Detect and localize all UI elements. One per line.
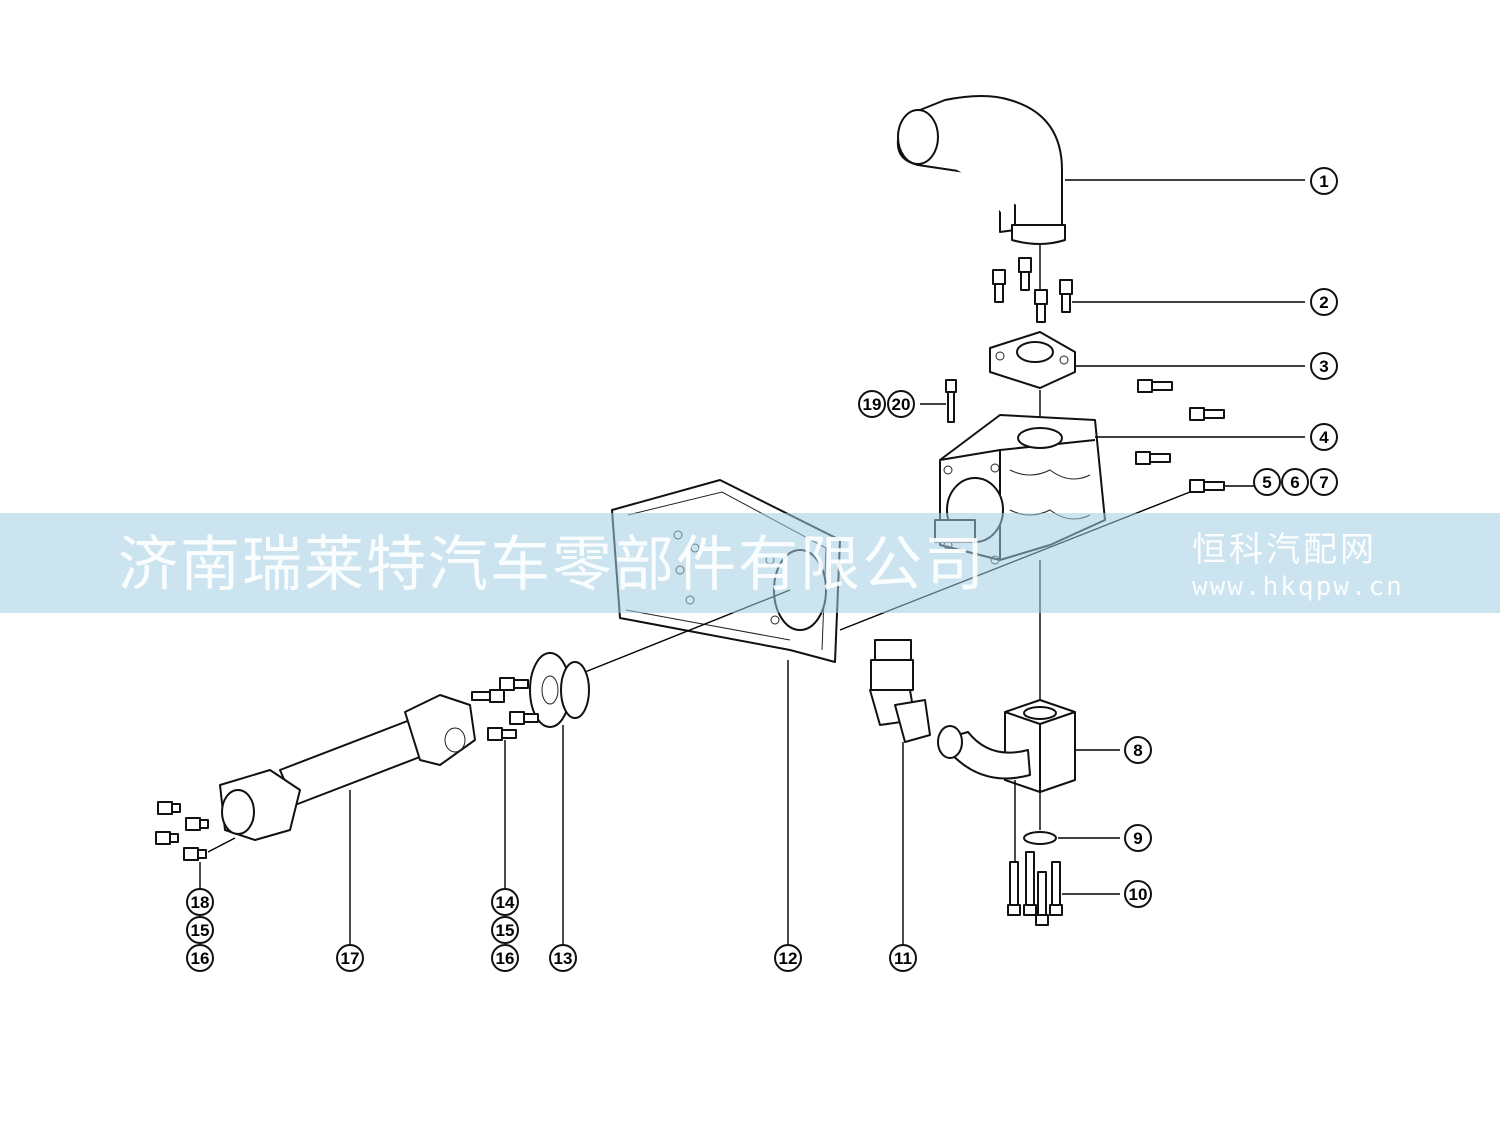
part-elbow-pipe — [896, 95, 1066, 290]
watermark-site-url: www.hkqpw.cn — [1192, 572, 1404, 602]
part-bolts-top — [992, 257, 1073, 323]
callout-label: 16 — [191, 949, 210, 968]
callout-label: 3 — [1319, 357, 1328, 376]
callout-label: 2 — [1319, 293, 1328, 312]
watermark-site-name: 恒科汽配网 — [1192, 530, 1377, 570]
callout-19: 19 — [858, 390, 886, 418]
callout-label: 5 — [1262, 473, 1271, 492]
callout-15-center: 15 — [491, 916, 519, 944]
callout-7: 7 — [1310, 468, 1338, 496]
callout-label: 17 — [341, 949, 360, 968]
callout-16-left: 16 — [186, 944, 214, 972]
callout-label: 12 — [779, 949, 798, 968]
part-drive-flange — [529, 652, 590, 945]
callout-3: 3 — [1310, 352, 1338, 380]
callout-label: 14 — [496, 893, 515, 912]
callout-label: 4 — [1319, 428, 1329, 447]
callout-label: 15 — [496, 921, 515, 940]
callout-10: 10 — [1124, 880, 1152, 908]
callout-11: 11 — [889, 944, 917, 972]
callout-label: 15 — [191, 921, 210, 940]
watermark-band — [0, 513, 1500, 613]
part-o-ring — [1023, 831, 1120, 845]
part-valve-block — [937, 560, 1120, 862]
callout-16-center: 16 — [491, 944, 519, 972]
callout-5: 5 — [1253, 468, 1281, 496]
part-bolt-19-20 — [920, 379, 957, 423]
callout-12: 12 — [774, 944, 802, 972]
callout-label: 8 — [1133, 741, 1142, 760]
callout-label: 18 — [191, 893, 210, 912]
callout-17: 17 — [336, 944, 364, 972]
callout-2: 2 — [1310, 288, 1338, 316]
callout-label: 20 — [892, 395, 911, 414]
callout-15-left: 15 — [186, 916, 214, 944]
callout-label: 9 — [1133, 829, 1142, 848]
callout-20: 20 — [887, 390, 915, 418]
callout-label: 13 — [554, 949, 573, 968]
part-flange-clamp — [989, 331, 1076, 425]
callout-label: 1 — [1319, 172, 1328, 191]
callout-14: 14 — [491, 888, 519, 916]
callout-label: 10 — [1129, 885, 1148, 904]
part-bolts-14 — [471, 677, 539, 890]
callout-label: 19 — [863, 395, 882, 414]
part-drive-shaft — [219, 694, 476, 945]
callout-8: 8 — [1124, 736, 1152, 764]
part-elbow-fitting — [869, 639, 931, 945]
callout-label: 6 — [1290, 473, 1299, 492]
callout-13: 13 — [549, 944, 577, 972]
callout-4: 4 — [1310, 423, 1338, 451]
callout-1: 1 — [1310, 167, 1338, 195]
callout-9: 9 — [1124, 824, 1152, 852]
watermark-company-name: 济南瑞莱特汽车零部件有限公司 — [118, 530, 986, 600]
callout-label: 16 — [496, 949, 515, 968]
part-nuts-18 — [155, 801, 236, 888]
leader-lines — [1065, 179, 1305, 438]
callout-label: 7 — [1319, 473, 1328, 492]
part-long-bolts — [1007, 851, 1120, 926]
callout-18: 18 — [186, 888, 214, 916]
callout-label: 11 — [894, 949, 912, 968]
callout-6: 6 — [1281, 468, 1309, 496]
